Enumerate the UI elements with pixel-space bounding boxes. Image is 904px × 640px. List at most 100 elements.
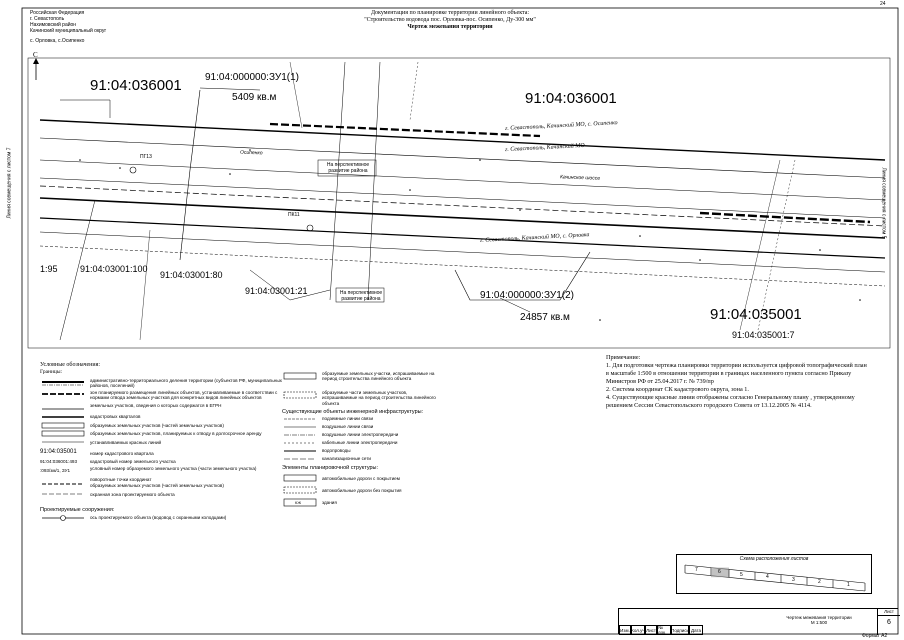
stamp-sheet-label: Лист [878,609,900,616]
legend-item-1: зон планируемого размещения линейных объ… [90,390,278,401]
scheme-title: Схема расположения листов [739,556,809,562]
legend-item-7: номер кадастрового квартала [90,451,154,456]
parcel-label-195: 1:95 [40,264,58,274]
scheme-cell-1: 1 [847,582,850,588]
label-pg13: ПГ13 [140,154,152,160]
legend-code-1: 91:04:036001:493 [40,459,78,464]
block-label-2: 91:04:036001 [525,90,617,107]
legend-item-6: устанавливаемых красных линий [90,440,162,445]
legend-item-12: охранная зона проектируемого объекта [90,492,175,497]
infra-item-4: водопроводы [322,448,351,454]
stamp-title-block: Чертеж межевания территории М 1:500 [769,615,869,625]
label-road-osipenko: Осипенко [239,149,263,157]
notes-title: Примечание: [606,354,641,361]
org-line-1: Российская Федерация [30,10,85,16]
plan-item-0: автомобильные дороги с покрытием [322,475,400,481]
legend-item-5: образуемых земельных участков, планируем… [90,431,262,436]
infra-item-1: воздушные линии связи [322,424,374,430]
legend-item-9: условный номер образуемого земельного уч… [90,466,257,471]
parcel-label-100: 91:04:03001:100 [80,264,148,274]
sheet-scheme: Схема расположения листов 7 6 5 4 3 2 1 [676,554,872,594]
parcel-area-1: 5409 кв.м [232,92,277,103]
plan-item-1: автомобильные дороги без покрытия [322,487,402,493]
note-line-3: 4. Существующие красные линии отображены… [606,394,855,409]
stamp-sheet-number: 6 [887,619,891,626]
legend-code-2: :093/зм/1, ЗУ1 [40,468,71,473]
stamp-sheet-box: Лист 6 [877,609,900,635]
scheme-cell-2: 2 [818,579,821,585]
building-code: КЖ [295,499,302,505]
legend-item-3: кадастровых кварталов [90,414,141,419]
title-stamp: Изм. Кол.уч Лист № док. Подпись Дата Чер… [618,608,900,635]
scheme-cell-7: 7 [695,567,698,573]
plan-title: Элементы планировочной структуры: [282,465,379,472]
parcel-label-7: 91:04:035001:7 [732,330,795,340]
legend-item-8: кадастровый номер земельного участка [90,459,176,464]
legend-item-4: образуемых земельных участков (частей зе… [90,423,224,428]
label-pk11: ПК11 [288,212,300,218]
block-label-1: 91:04:036001 [90,77,182,94]
infra-item-2: воздушные линии электропередачи [322,432,399,438]
mid-item-1: образуемые части земельных участков, исп… [322,390,436,406]
page-number: 24 [880,1,886,7]
header-org: Российская Федерация г. Севастополь Нахи… [30,10,140,44]
notes-block: Примечание: 1. Для подготовки чертежа пл… [606,354,868,410]
infra-item-3: кабельные линии электропередачи [322,440,398,446]
note-line-1: 1. Для подготовки чертежа планировки тер… [606,362,867,385]
legend-title: Условные обозначения: [40,362,101,368]
stamp-col-4: Подпись [671,625,689,635]
legend-item-0: административно-территориального деления… [90,378,282,389]
block-label-3: 91:04:035001 [710,306,802,323]
note-line-2: 2. Система координат СК кадастрового окр… [606,386,749,393]
designed-symbol [42,515,84,522]
label-right-edge: Линия совмещения с листом 5 [880,167,887,239]
scheme-cell-4: 4 [766,574,769,580]
parcel-label-zu1-1: 91:04:000000:ЗУ1(1) [205,72,300,83]
stamp-col-1: Кол.уч [631,625,645,635]
infra-item-0: подземные линии связи [322,416,374,422]
stamp-columns: Изм. Кол.уч Лист № док. Подпись Дата [619,625,703,635]
legend-symbols [41,381,85,495]
stamp-sheet-title: Чертеж межевания территории [786,615,852,620]
legend-col-2: образуемые земельных участки, испрашивае… [282,368,442,508]
scheme-cell-3: 3 [792,577,795,583]
designed-item: ось проектируемого объекта (водовод с ох… [90,515,227,521]
location-text: с. Орловка, с.Осипенко [30,38,85,44]
legend-item-10: поворотные точки координат [90,477,152,482]
infra-symbols [284,419,316,460]
doc-sheet-title: Чертеж межевания территории [407,24,493,30]
scheme-strip [684,564,866,592]
scheme-cell-5: 5 [740,572,743,578]
plan-symbols [283,474,317,507]
parcel-label-80: 91:04:03001:80 [160,270,223,280]
org-line-4: Качинский муниципальный округ [30,28,107,34]
org-line-3: Нахимовский район [30,22,77,28]
doc-title: Документация по планировке территории ли… [370,10,530,16]
parcel-label-zu1-2: 91:04:000000:ЗУ1(2) [480,290,575,301]
designed-title: Проектируемые сооружения: [40,507,115,513]
label-left-edge: Линия совмещения с листом 7 [6,147,13,219]
legend-code-0: 91:04:035001 [40,449,77,455]
doc-title-block: Документация по планировке территории ли… [300,10,600,31]
scheme-cell-6: 6 [718,569,721,575]
stamp-scale: М 1:500 [810,620,828,625]
parcel-area-2: 24857 кв.м [520,312,570,323]
north-label: С [33,51,38,59]
stamp-col-0: Изм. [619,625,631,635]
legend-col-1: Условные обозначения: Границы: администр… [40,362,290,523]
infra-item-5: канализационные сети [322,456,371,462]
label-persp-2: На перспективное развитие района [339,290,383,302]
plan-item-2: здания [322,499,337,505]
doc-subtitle: "Строительство водовода пос. Орловка-пос… [364,17,536,23]
legend-item-2: земельных участков, сведения о которых с… [90,403,222,408]
mid-item-0: образуемые земельных участки, испрашивае… [322,371,435,382]
parcel-label-21: 91:04:03001:21 [245,286,308,296]
stamp-col-5: Дата [689,625,703,635]
org-line-2: г. Севастополь [30,16,65,22]
stamp-col-2: Лист [645,625,657,635]
infra-title: Существующие объекты инженерной инфрастр… [282,409,424,415]
stamp-col-3: № док. [657,625,671,635]
legend-item-11: образуемых земельных участков (частей зе… [90,483,224,488]
